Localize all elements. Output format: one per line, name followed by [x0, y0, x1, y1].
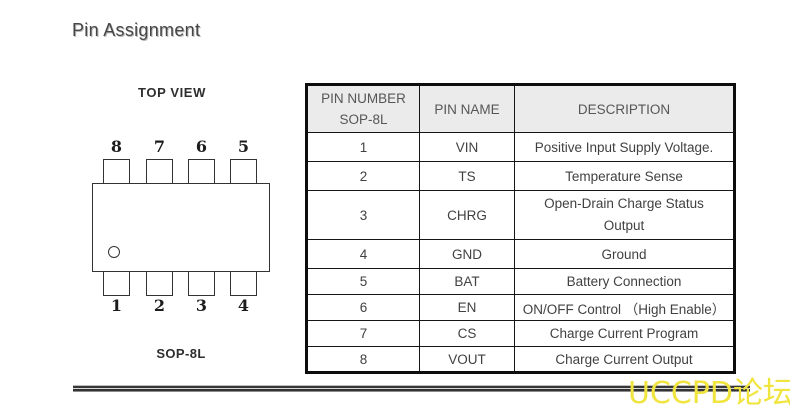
table-row: 3 CHRG Open-Drain Charge Status Output [306, 190, 735, 240]
pin-lead-4 [230, 272, 257, 296]
table-row: 2 TS Temperature Sense [306, 161, 735, 191]
pin-description-cell: Charge Current Program [514, 320, 735, 347]
pin-description-text: Battery Connection [566, 274, 682, 289]
page-title: Pin Assignment [72, 20, 201, 40]
pin-lead-5 [230, 159, 257, 183]
pin-description-text: Temperature Sense [565, 168, 683, 184]
table-row: 6 EN ON/OFF Control （High Enable） [306, 294, 735, 321]
pin-lead-1 [103, 272, 130, 296]
pin-number-column-header: PIN NUMBER SOP-8L [306, 84, 420, 133]
pin-lead-8 [103, 159, 130, 183]
pin-description-cell: Positive Input Supply Voltage. [514, 132, 735, 162]
chip-body [92, 183, 270, 272]
top-view-label: TOP VIEW [138, 85, 206, 100]
table-header-row: PIN NUMBER SOP-8L PIN NAME DESCRIPTION [306, 84, 735, 133]
pin-name-cell: VOUT [419, 346, 515, 373]
pin-number-cell: 1 [306, 132, 420, 162]
pin-number-header-line1: PIN NUMBER [321, 91, 406, 106]
pin-number-label-2: 2 [153, 296, 166, 315]
bottom-divider-rule [73, 385, 750, 392]
pin-name-cell: VIN [419, 132, 515, 162]
pin-lead-7 [146, 159, 173, 183]
pin-number-cell: 2 [306, 161, 420, 191]
pin-description-cell: Temperature Sense [514, 161, 735, 191]
table-row: 5 BAT Battery Connection [306, 268, 735, 295]
pin-one-indicator-dot [108, 246, 120, 258]
pin-name-cell: CS [419, 320, 515, 347]
pin-description-text: Open-Drain Charge Status Output [544, 196, 704, 233]
pin-description-cell: Battery Connection [514, 268, 735, 295]
pin-number-label-5: 5 [237, 137, 250, 156]
pin-description-cell: Open-Drain Charge Status Output [514, 190, 735, 240]
pin-number-label-1: 1 [110, 296, 123, 315]
pin-number-cell: 4 [306, 239, 420, 269]
pin-lead-2 [146, 272, 173, 296]
pin-number-cell: 5 [306, 268, 420, 295]
pin-number-label-6: 6 [195, 137, 208, 156]
pin-description-text: ON/OFF Control （High Enable） [522, 301, 726, 317]
pin-description-text: Positive Input Supply Voltage. [534, 139, 714, 155]
pin-number-cell: 8 [306, 346, 420, 373]
pin-name-cell: GND [419, 239, 515, 269]
pin-name-column-header: PIN NAME [419, 84, 515, 133]
pin-description-cell: Ground [514, 239, 735, 269]
pin-number-cell: 3 [306, 190, 420, 240]
pin-number-label-7: 7 [153, 137, 166, 156]
pin-number-cell: 6 [306, 294, 420, 321]
table-row: 1 VIN Positive Input Supply Voltage. [306, 132, 735, 162]
pin-lead-3 [188, 272, 215, 296]
table-row: 4 GND Ground [306, 239, 735, 269]
pin-description-cell: Charge Current Output [514, 346, 735, 373]
description-column-header: DESCRIPTION [514, 84, 735, 133]
pin-description-text: Charge Current Output [555, 351, 693, 367]
pin-description-cell: ON/OFF Control （High Enable） [514, 294, 735, 321]
pin-number-label-3: 3 [195, 296, 208, 315]
pin-assignment-table: PIN NUMBER SOP-8L PIN NAME DESCRIPTION 1… [305, 83, 736, 374]
pin-description-text: Charge Current Program [549, 326, 699, 341]
pin-number-label-8: 8 [110, 137, 123, 156]
pin-number-cell: 7 [306, 320, 420, 347]
pin-number-header-line2: SOP-8L [339, 112, 388, 127]
pin-name-cell: EN [419, 294, 515, 321]
table-row: 7 CS Charge Current Program [306, 320, 735, 347]
pin-name-cell: TS [419, 161, 515, 191]
pin-description-text: Ground [601, 246, 647, 262]
watermark-text: UCCPD论坛 [627, 376, 790, 407]
package-name-label: SOP-8L [156, 346, 206, 361]
pin-name-cell: CHRG [419, 190, 515, 240]
pin-number-label-4: 4 [237, 296, 250, 315]
pin-lead-6 [188, 159, 215, 183]
pin-name-cell: BAT [419, 268, 515, 295]
table-row: 8 VOUT Charge Current Output [306, 346, 735, 373]
